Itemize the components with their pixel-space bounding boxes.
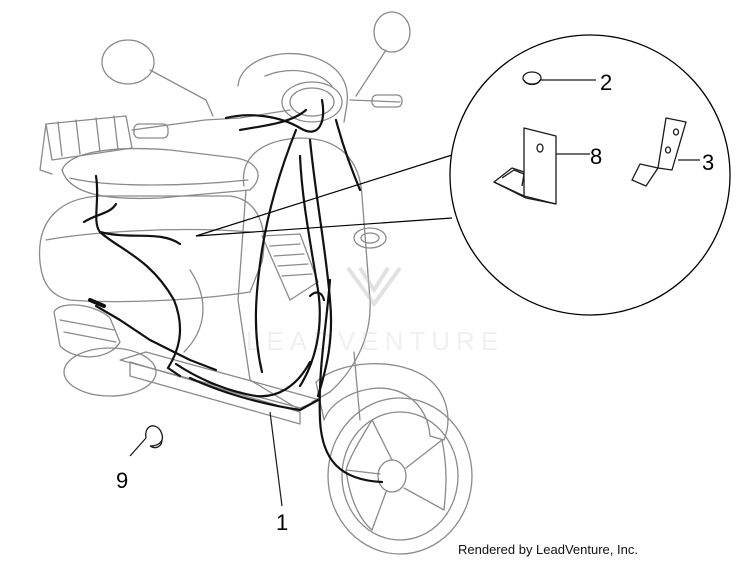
watermark-text: LEADVENTURE: [246, 326, 504, 356]
rear-harness-branch: [94, 304, 218, 372]
front-fender: [315, 363, 449, 441]
front-hub: [377, 459, 407, 493]
right-mirror: [373, 11, 411, 53]
headlight: [281, 81, 343, 123]
left-mirror: [101, 39, 155, 85]
ignition-lock: [353, 227, 387, 249]
rear-wheel: [63, 347, 157, 397]
rear-body: [38, 195, 265, 303]
windshield: [237, 52, 348, 123]
front-tire: [327, 397, 473, 555]
seat: [61, 147, 259, 200]
callout-9[interactable]: 9: [116, 468, 128, 493]
watermark-logo: [346, 266, 402, 308]
part-8-bracket: [493, 127, 590, 205]
detail-inset: [195, 34, 731, 316]
leader-1: [269, 411, 283, 507]
callout-2[interactable]: 2: [600, 70, 612, 95]
callout-3[interactable]: 3: [702, 150, 714, 175]
handlebar: [131, 99, 401, 131]
rear-rack: [39, 115, 133, 175]
scooter-outline: [38, 11, 473, 555]
front-harness-branch: [318, 278, 384, 484]
callout-1[interactable]: 1: [276, 510, 288, 535]
detail-pointer: [195, 154, 453, 237]
render-credit: Rendered by LeadVenture, Inc.: [458, 542, 638, 557]
part-2-grommet: [522, 71, 596, 86]
detail-circle: [449, 34, 731, 316]
muffler: [53, 304, 121, 358]
watermark: LEADVENTURE: [246, 266, 504, 356]
callout-8[interactable]: 8: [590, 144, 602, 169]
part-3-bracket: [631, 117, 700, 187]
wiring-harness: [82, 98, 384, 484]
part-9-grommet: [129, 425, 164, 457]
